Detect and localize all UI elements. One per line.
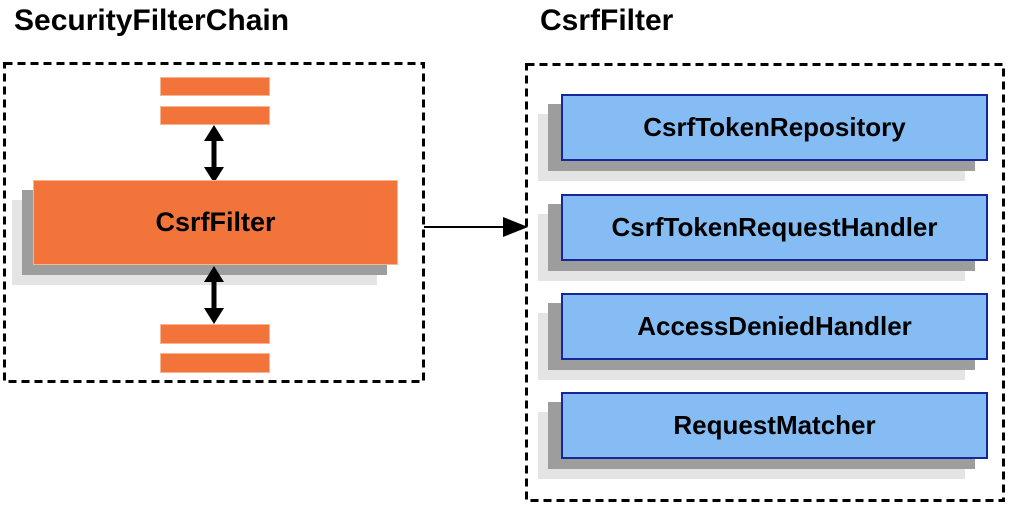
csrf-token-request-handler-box: CsrfTokenRequestHandler — [561, 194, 988, 261]
securityfilterchain-boundary — [3, 62, 425, 383]
filter-chain-bar — [160, 324, 270, 344]
filter-chain-bar — [160, 77, 270, 96]
component-row: CsrfTokenRepository — [538, 94, 993, 184]
csrf-filter-node: CsrfFilter — [12, 180, 402, 290]
csrf-filter-box: CsrfFilter — [33, 180, 398, 265]
component-row: RequestMatcher — [538, 392, 993, 482]
csrf-token-repository-box: CsrfTokenRepository — [561, 94, 988, 161]
bidirectional-arrow-top-icon — [204, 125, 224, 183]
filter-chain-bar — [160, 353, 270, 373]
bidirectional-arrow-bottom-icon — [204, 266, 224, 324]
csrffilter-boundary — [525, 63, 1005, 502]
request-matcher-box: RequestMatcher — [561, 392, 988, 459]
component-row: AccessDeniedHandler — [538, 293, 993, 383]
right-arrow-icon — [424, 217, 528, 237]
access-denied-handler-box: AccessDeniedHandler — [561, 293, 988, 360]
right-panel-title: CsrfFilter — [540, 4, 674, 37]
filter-chain-bar — [160, 106, 270, 125]
left-panel-title: SecurityFilterChain — [14, 4, 290, 37]
component-row: CsrfTokenRequestHandler — [538, 194, 993, 284]
